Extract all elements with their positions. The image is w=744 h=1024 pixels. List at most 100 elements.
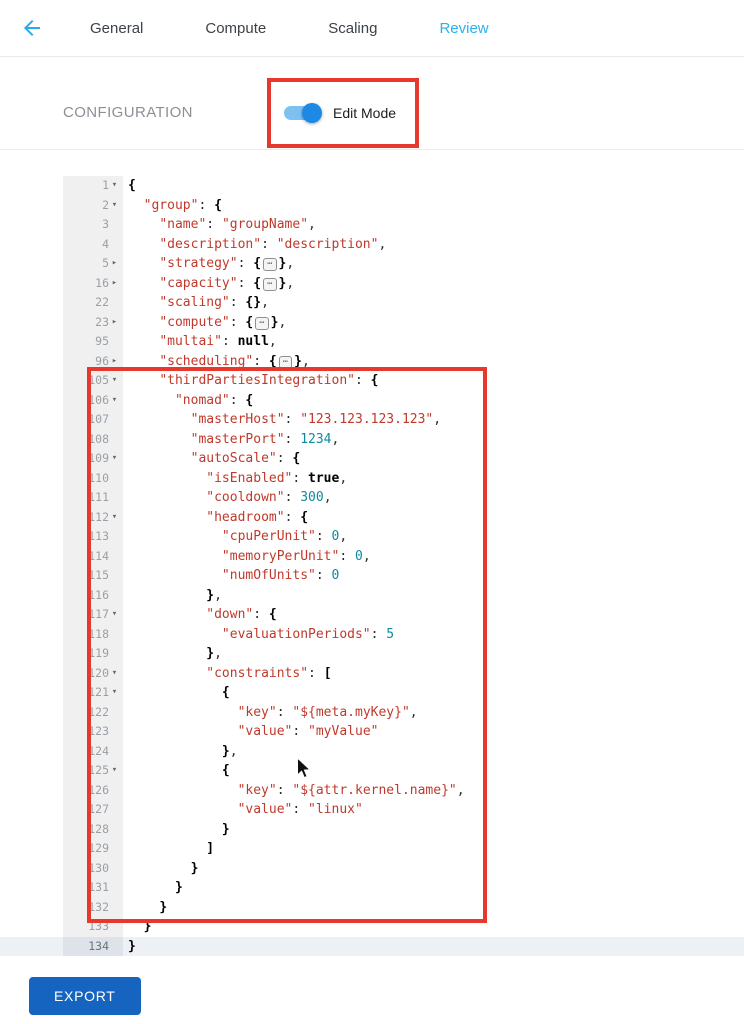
editor-line-120[interactable]: 120▾ "constraints": [ [0, 663, 744, 683]
editor-line-131[interactable]: 131 } [0, 878, 744, 898]
token: } [221, 821, 230, 837]
editor-line-3[interactable]: 3 "name": "groupName", [0, 215, 744, 235]
tab-compute[interactable]: Compute [205, 19, 267, 37]
token: "compute" [159, 314, 230, 330]
token: : [354, 373, 371, 388]
fold-arrow-icon[interactable]: ▾ [111, 609, 118, 619]
editor-line-122[interactable]: 122 "key": "${meta.myKey}", [0, 702, 744, 722]
tab-review[interactable]: Review [439, 19, 489, 37]
token: } [278, 275, 287, 291]
editor-line-110[interactable]: 110 "isEnabled": true, [0, 468, 744, 488]
fold-arrow-icon[interactable]: ▸ [111, 277, 118, 288]
editor-line-129[interactable]: 129 ] [0, 839, 744, 859]
editor-line-106[interactable]: 106▾ "nomad": { [0, 390, 744, 411]
fold-arrow-icon[interactable]: ▾ [111, 375, 118, 385]
export-button[interactable]: EXPORT [29, 977, 141, 1015]
token: : [229, 295, 246, 310]
back-arrow-icon[interactable] [18, 14, 46, 42]
collapsed-fold-widget[interactable]: ⋯ [263, 258, 277, 271]
editor-line-109[interactable]: 109▾ "autoScale": { [0, 449, 744, 469]
editor-line-96[interactable]: 96▸ "scheduling": {⋯}, [0, 351, 744, 371]
editor-line-111[interactable]: 111 "cooldown": 300, [0, 488, 744, 508]
fold-arrow-icon[interactable]: ▾ [111, 394, 118, 405]
editor-line-132[interactable]: 132 } [0, 897, 744, 917]
code-content: "nomad": { [123, 391, 253, 411]
editor-line-108[interactable]: 108 "masterPort": 1234, [0, 429, 744, 449]
token: : [284, 412, 301, 427]
page-title: CONFIGURATION [63, 104, 193, 121]
editor-line-2[interactable]: 2▾ "group": { [0, 195, 744, 215]
fold-arrow-icon[interactable]: ▸ [111, 258, 118, 268]
token: "cpuPerUnit" [221, 529, 316, 544]
editor-line-134[interactable]: 134} [0, 936, 744, 956]
token [128, 744, 222, 759]
editor-line-95[interactable]: 95 "multai": null, [0, 332, 744, 352]
editor-line-1[interactable]: 1▾{ [0, 176, 744, 196]
token: : [315, 529, 332, 544]
line-number: 131 [88, 880, 109, 894]
editor-line-118[interactable]: 118 "evaluationPeriods": 5 [0, 624, 744, 645]
gutter-cell: 16▸ [63, 273, 123, 293]
token: : [237, 256, 254, 271]
editor-line-126[interactable]: 126 "key": "${attr.kernel.name}", [0, 780, 744, 800]
token: 5 [386, 626, 395, 642]
gutter-cell: 120▾ [63, 663, 123, 683]
token: } [143, 919, 152, 934]
token: ] [206, 841, 215, 856]
code-content: "down": { [123, 605, 276, 625]
tab-general[interactable]: General [90, 19, 144, 37]
editor-line-23[interactable]: 23▸ "compute": {⋯}, [0, 312, 744, 332]
gutter-cell: 108 [63, 429, 123, 449]
editor-line-4[interactable]: 4 "description": "description", [0, 234, 744, 254]
line-number: 133 [88, 919, 109, 933]
code-content: "strategy": {⋯}, [123, 254, 294, 274]
fold-arrow-icon[interactable]: ▾ [111, 180, 118, 190]
json-editor[interactable]: 1▾{2▾ "group": {3 "name": "groupName",4 … [0, 176, 744, 956]
editor-line-128[interactable]: 128 } [0, 819, 744, 839]
fold-arrow-icon[interactable]: ▾ [111, 687, 118, 697]
fold-arrow-icon[interactable]: ▾ [111, 199, 118, 210]
token: "123.123.123.123" [300, 412, 434, 427]
tab-scaling[interactable]: Scaling [328, 19, 378, 37]
collapsed-fold-widget[interactable]: ⋯ [255, 316, 269, 330]
editor-line-121[interactable]: 121▾ { [0, 683, 744, 703]
token: "${meta.myKey}" [292, 704, 410, 720]
token: 0 [331, 568, 340, 583]
fold-arrow-icon[interactable]: ▾ [111, 667, 118, 678]
editor-line-22[interactable]: 22 "scaling": {}, [0, 293, 744, 313]
editor-line-133[interactable]: 133 } [0, 917, 744, 937]
collapsed-fold-widget[interactable]: ⋯ [278, 355, 293, 369]
editor-line-124[interactable]: 124 }, [0, 741, 744, 761]
editor-line-114[interactable]: 114 "memoryPerUnit": 0, [0, 546, 744, 566]
editor-line-125[interactable]: 125▾ { [0, 761, 744, 781]
code-content: "evaluationPeriods": 5 [123, 625, 394, 645]
editor-line-107[interactable]: 107 "masterHost": "123.123.123.123", [0, 410, 744, 430]
editor-line-112[interactable]: 112▾ "headroom": { [0, 507, 744, 528]
editor-line-105[interactable]: 105▾ "thirdPartiesIntegration": { [0, 371, 744, 391]
line-number: 108 [88, 431, 109, 446]
fold-arrow-icon[interactable]: ▾ [111, 765, 118, 775]
line-number: 110 [88, 470, 109, 485]
editor-line-117[interactable]: 117▾ "down": { [0, 605, 744, 625]
editor-line-127[interactable]: 127 "value": "linux" [0, 800, 744, 820]
editor-line-113[interactable]: 113 "cpuPerUnit": 0, [0, 527, 744, 547]
fold-arrow-icon[interactable]: ▸ [111, 316, 118, 327]
fold-arrow-icon[interactable]: ▾ [111, 453, 118, 463]
fold-arrow-icon[interactable]: ▸ [111, 355, 118, 366]
editor-line-123[interactable]: 123 "value": "myValue" [0, 722, 744, 742]
code-content: "headroom": { [123, 508, 308, 528]
editor-line-116[interactable]: 116 }, [0, 585, 744, 605]
editor-line-130[interactable]: 130 } [0, 858, 744, 878]
edit-mode-toggle[interactable] [284, 103, 322, 123]
editor-line-115[interactable]: 115 "numOfUnits": 0 [0, 566, 744, 586]
gutter-cell: 5▸ [63, 254, 123, 274]
editor-line-5[interactable]: 5▸ "strategy": {⋯}, [0, 254, 744, 274]
fold-arrow-icon[interactable]: ▾ [111, 511, 118, 522]
editor-line-119[interactable]: 119 }, [0, 644, 744, 664]
token: } [206, 587, 215, 603]
line-number: 113 [88, 529, 109, 543]
collapsed-fold-widget[interactable]: ⋯ [263, 277, 277, 291]
editor-line-16[interactable]: 16▸ "capacity": {⋯}, [0, 273, 744, 293]
token [128, 471, 206, 486]
token: null [237, 334, 269, 349]
